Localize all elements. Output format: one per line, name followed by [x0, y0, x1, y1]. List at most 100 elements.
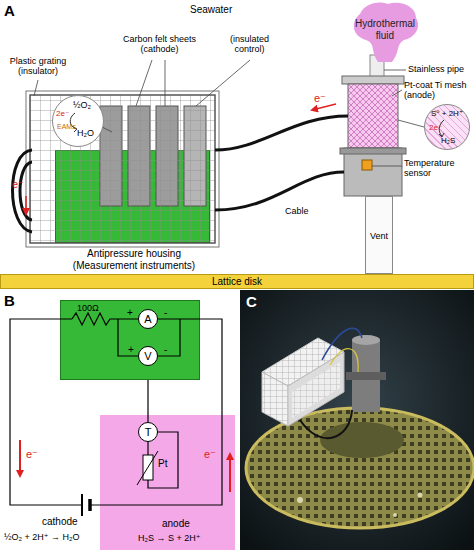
leader-line — [398, 120, 424, 127]
wire — [90, 319, 222, 505]
electron-label: e⁻ — [204, 448, 216, 461]
node-text: H₂S → S + 2H⁺ — [138, 533, 201, 543]
leader-line — [196, 60, 250, 106]
node-text: + — [128, 344, 134, 356]
thermometer-symbol: T — [138, 422, 158, 442]
electron-label: e⁻ — [26, 448, 38, 461]
ammeter-symbol: A — [138, 309, 158, 329]
node-text: Vent — [366, 231, 392, 241]
electron-label: e⁻ — [314, 92, 326, 105]
photo-cage-grating — [292, 362, 340, 418]
photo-cage-front — [262, 372, 288, 426]
photo-vent-flange — [346, 372, 386, 380]
circuit-wires — [10, 313, 222, 505]
photo-vent-top — [352, 335, 380, 345]
ti-mesh-anode — [348, 84, 398, 148]
electron-arrow — [19, 440, 21, 476]
photo-background — [240, 290, 474, 550]
leader-line — [136, 60, 152, 106]
resistor-symbol — [72, 313, 138, 325]
cables — [13, 116, 349, 232]
leader-line — [392, 90, 402, 96]
plastic-grating-cage — [30, 95, 215, 243]
lattice-disk: Lattice disk — [0, 274, 474, 289]
electrode-label: cathode — [42, 516, 78, 528]
wire-connector — [147, 380, 148, 422]
node-text: Antipressure housing (Measurement instru… — [64, 248, 204, 271]
photo-lattice-disk — [246, 408, 474, 528]
node-text: - — [164, 307, 167, 319]
part-label: Temperature sensor — [404, 158, 470, 179]
electron-arrow — [229, 454, 231, 492]
electron-arrow — [312, 104, 336, 110]
cage-frame — [26, 91, 219, 247]
housing-flange — [340, 148, 406, 154]
wire — [118, 319, 138, 356]
part-label: (insulated control) — [222, 34, 277, 55]
vent-pipe: Vent — [365, 196, 393, 274]
node-text: anode — [162, 518, 190, 530]
wire — [147, 442, 148, 455]
node-text: - — [164, 344, 167, 356]
leader-line — [165, 60, 166, 106]
anode-magnifier: 2e⁻ S⁰ + 2H⁺ H₂S — [424, 104, 470, 150]
photo-organism — [297, 497, 303, 503]
node-text: T — [139, 426, 157, 439]
photo-organism — [418, 493, 423, 498]
pipe-flange — [342, 76, 404, 84]
node-text: 2e⁻ — [56, 109, 69, 118]
cable — [215, 116, 348, 150]
cable — [215, 172, 344, 210]
part-label: Cable — [285, 206, 309, 216]
panel-letter: A — [4, 2, 15, 19]
node-text: A — [139, 313, 157, 326]
electron-label: e⁻ — [12, 178, 24, 191]
environment-label: Seawater — [190, 4, 232, 16]
node-text: + — [127, 307, 133, 319]
part-label: Carbon felt sheets (cathode) — [112, 34, 207, 55]
measurement-box: 100Ω+-+-AV — [60, 300, 200, 380]
node-text: 2e⁻ — [429, 123, 442, 132]
photo-panel — [240, 290, 474, 550]
leader-lines — [34, 60, 424, 166]
part-label: Pt-coat Ti mesh (anode) — [404, 80, 474, 101]
panel-letter: B — [4, 292, 15, 309]
wire — [10, 319, 82, 505]
leader-line — [34, 80, 38, 96]
wire — [158, 319, 180, 356]
reaction-equation: ½O₂ + 2H⁺ → H₂O — [4, 532, 80, 542]
photo-organism — [393, 513, 397, 517]
node-text: S⁰ + 2H⁺ — [431, 109, 463, 118]
vent-apparatus — [340, 55, 406, 196]
thermistor-arrow — [137, 451, 158, 485]
photo-wire — [330, 349, 358, 372]
node-text: H₂S — [441, 136, 455, 145]
photo-cable — [300, 410, 352, 438]
battery-plate — [81, 494, 83, 516]
panel-letter: C — [246, 293, 257, 310]
photo-center-plate — [320, 422, 404, 458]
node-text: EAMs — [57, 123, 76, 131]
cable — [20, 162, 32, 220]
node-text: Pt — [158, 458, 167, 470]
part-label: Stainless pipe — [408, 64, 464, 74]
node-text: V — [139, 350, 157, 363]
leader-line — [100, 126, 112, 132]
node-text: H₂O — [77, 128, 94, 138]
leader-line — [372, 166, 402, 167]
node-text: Hydrothermal fluid — [350, 18, 420, 41]
voltmeter-symbol: V — [138, 346, 158, 366]
node-text: Lattice disk — [1, 276, 473, 288]
cathode-magnifier: 2e⁻ ½O₂ H₂OEAMs — [52, 95, 104, 147]
node-text: ½O₂ — [73, 100, 91, 110]
cable — [13, 150, 33, 232]
vent-housing — [344, 148, 402, 196]
part-label: Plastic grating (insulator) — [2, 56, 74, 77]
hydrothermal-plume: Hydrothermal fluid — [348, 0, 422, 62]
node-text: 100Ω — [77, 303, 99, 313]
